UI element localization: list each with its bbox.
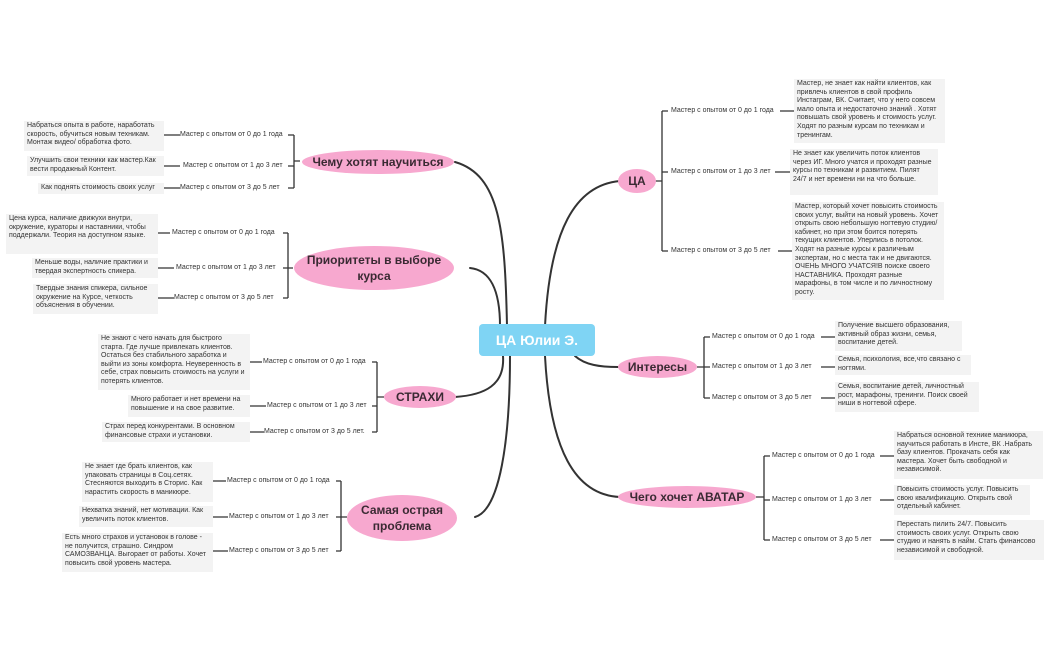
link-center-to-topic-4 (474, 355, 511, 518)
link-center-to-topic-3 (454, 355, 505, 398)
topic-label: Чему хотят научиться (312, 155, 444, 169)
note-text[interactable]: Меньше воды, наличие практики и твердая … (32, 258, 158, 278)
note-text[interactable]: Перестать пилить 24/7. Повысить стоимост… (894, 520, 1044, 560)
topic-label: СТРАХИ (396, 390, 444, 404)
note-text[interactable]: Повысить стоимость услуг. Повысить свою … (894, 485, 1030, 515)
subtopic-label[interactable]: Мастер с опытом от 1 до 3 лет (267, 402, 367, 409)
topic-label: Приоритеты в выборе курса (306, 253, 442, 283)
subtopic-label[interactable]: Мастер с опытом от 3 до 5 лет (772, 536, 872, 543)
topic-label: ЦА (628, 174, 646, 188)
note-text[interactable]: Нехватка знаний, нет мотивации. Как увел… (79, 506, 213, 527)
link-center-to-topic-5 (544, 180, 621, 327)
note-text[interactable]: Страх перед конкурентами. В основном фин… (102, 422, 250, 442)
subtopic-label[interactable]: Мастер с опытом от 3 до 5 лет. (264, 428, 365, 435)
note-text[interactable]: Мастер, который хочет повысить стоимость… (792, 202, 944, 300)
note-text[interactable]: Как поднять стоимость своих услуг (38, 183, 164, 194)
topic-label: Чего хочет АВАТАР (629, 490, 745, 504)
topic-target-audience[interactable]: ЦА (618, 169, 656, 193)
note-text[interactable]: Семья, воспитание детей, личностный рост… (835, 382, 979, 412)
subtopic-label[interactable]: Мастер с опытом от 0 до 1 года (712, 333, 815, 340)
note-text[interactable]: Семья, психология, все,что связано с ног… (835, 355, 971, 375)
topic-interests[interactable]: Интересы (618, 356, 697, 378)
subtopic-label[interactable]: Мастер с опытом от 3 до 5 лет (712, 394, 812, 401)
note-text[interactable]: Получение высшего образования, активный … (835, 321, 962, 351)
subtopic-label[interactable]: Мастер с опытом от 0 до 1 года (172, 229, 275, 236)
topic-label: Интересы (627, 360, 688, 374)
topic-sharpest-problem[interactable]: Самая острая проблема (347, 495, 457, 541)
note-text[interactable]: Набраться основной технике маникюра, нау… (894, 431, 1043, 479)
subtopic-label[interactable]: Мастер с опытом от 1 до 3 лет (229, 513, 329, 520)
central-topic-label: ЦА Юлии Э. (495, 332, 579, 348)
note-text[interactable]: Мастер, не знает как найти клиентов, как… (794, 79, 945, 143)
note-text[interactable]: Цена курса, наличие движухи внутри, окру… (6, 214, 158, 254)
link-center-to-topic-7 (544, 355, 621, 498)
link-center-to-topic-6 (574, 355, 619, 368)
subtopic-label[interactable]: Мастер с опытом от 0 до 1 года (263, 358, 366, 365)
note-text[interactable]: Набраться опыта в работе, наработать ско… (24, 121, 164, 151)
central-topic[interactable]: ЦА Юлии Э. (479, 324, 595, 356)
topic-avatar-wants[interactable]: Чего хочет АВАТАР (618, 486, 756, 508)
subtopic-label[interactable]: Мастер с опытом от 1 до 3 лет (772, 496, 872, 503)
subtopic-label[interactable]: Мастер с опытом от 3 до 5 лет (671, 247, 771, 254)
note-text[interactable]: Не знает где брать клиентов, как упакова… (82, 462, 213, 502)
subtopic-label[interactable]: Мастер с опытом от 3 до 5 лет (174, 294, 274, 301)
note-text[interactable]: Много работает и нет времени на повышени… (128, 395, 250, 417)
topic-course-priorities[interactable]: Приоритеты в выборе курса (294, 246, 454, 290)
subtopic-label[interactable]: Мастер с опытом от 1 до 3 лет (712, 363, 812, 370)
subtopic-label[interactable]: Мастер с опытом от 0 до 1 года (227, 477, 330, 484)
note-text[interactable]: Не знают с чего начать для быстрого стар… (98, 334, 250, 390)
subtopic-label[interactable]: Мастер с опытом от 3 до 5 лет (180, 184, 280, 191)
subtopic-label[interactable]: Мастер с опытом от 3 до 5 лет (229, 547, 329, 554)
subtopic-label[interactable]: Мастер с опытом от 1 до 3 лет (183, 162, 283, 169)
subtopic-label[interactable]: Мастер с опытом от 0 до 1 года (180, 131, 283, 138)
note-text[interactable]: Улучшить свои техники как мастер.Как вес… (27, 156, 164, 176)
topic-what-they-want-to-learn[interactable]: Чему хотят научиться (302, 150, 454, 174)
link-center-to-topic-2 (469, 267, 501, 327)
note-text[interactable]: Есть много страхов и установок в голове … (62, 533, 213, 572)
subtopic-label[interactable]: Мастер с опытом от 0 до 1 года (772, 452, 875, 459)
topic-label: Самая острая проблема (361, 503, 443, 533)
subtopic-label[interactable]: Мастер с опытом от 0 до 1 года (671, 107, 774, 114)
note-text[interactable]: Не знает как увеличить поток клиентов че… (790, 149, 938, 195)
note-text[interactable]: Твердые знания спикера, сильное окружени… (33, 284, 158, 314)
subtopic-label[interactable]: Мастер с опытом от 1 до 3 лет (671, 168, 771, 175)
subtopic-label[interactable]: Мастер с опытом от 1 до 3 лет (176, 264, 276, 271)
topic-fears[interactable]: СТРАХИ (384, 386, 456, 408)
link-center-to-topic-1 (454, 161, 508, 327)
